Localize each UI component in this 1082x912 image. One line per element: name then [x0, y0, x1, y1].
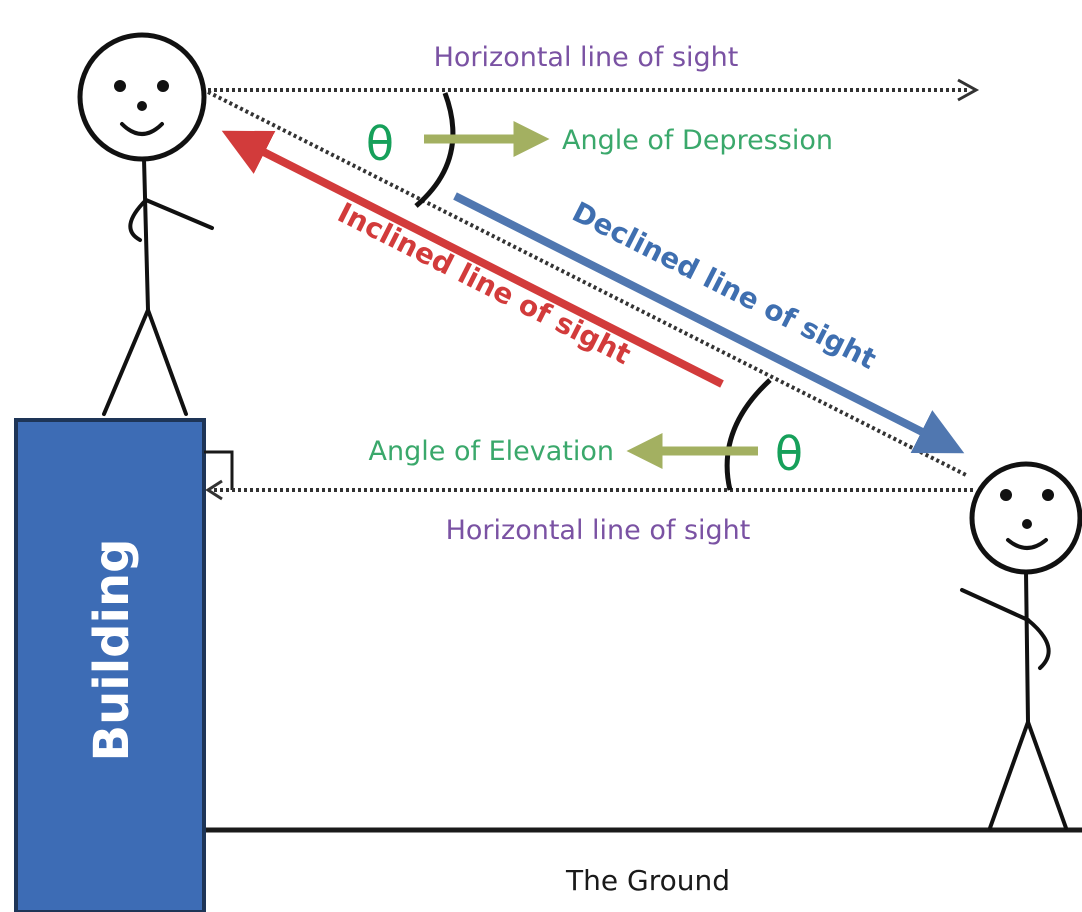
- observer-on-building-arm: [144, 198, 214, 230]
- observer-on-building-hand: [128, 198, 148, 242]
- observer-on-ground-hand: [1026, 618, 1051, 670]
- horizontal-top-arrowhead: [957, 78, 980, 102]
- angle-of-elevation-label: Angle of Elevation: [369, 436, 614, 467]
- angle-arc-depression: [414, 92, 456, 208]
- observer-on-building-left-leg: [102, 308, 150, 416]
- observer-on-ground-left-leg: [988, 720, 1030, 830]
- observer-on-ground-right-leg: [1026, 720, 1068, 830]
- observer-on-ground-smile: [1006, 538, 1048, 550]
- angle-arc-elevation: [724, 378, 772, 491]
- building: [14, 418, 206, 912]
- observer-on-ground-head: [969, 461, 1082, 575]
- observer-on-building: [77, 32, 214, 416]
- observer-on-ground-arm: [960, 588, 1030, 622]
- declined-arrow: [453, 192, 965, 454]
- theta-elevation: θ: [775, 427, 803, 481]
- ground-label: The Ground: [565, 864, 730, 897]
- theta-depression: θ: [366, 117, 394, 171]
- observer-on-building-nose: [137, 101, 147, 111]
- observer-on-ground-body: [1024, 570, 1030, 724]
- observer-on-building-smile: [120, 122, 164, 136]
- observer-on-building-head: [77, 32, 207, 162]
- observer-on-building-right-leg: [146, 308, 188, 416]
- observer-on-ground: [960, 461, 1082, 830]
- observer-on-ground-left-eye: [1000, 489, 1012, 501]
- observer-on-ground-nose: [1022, 519, 1032, 529]
- line-of-sight-diagonal: [207, 90, 969, 478]
- inclined-arrow: [221, 130, 724, 388]
- horizontal-bottom-arrowhead: [205, 479, 223, 501]
- building-label: Building: [84, 538, 140, 761]
- observer-on-building-right-eye: [157, 80, 169, 92]
- horizontal-bottom-label: Horizontal line of sight: [446, 515, 751, 546]
- observer-on-building-body: [142, 157, 150, 312]
- angle-of-depression-label: Angle of Depression: [562, 125, 833, 156]
- right-angle-marker: [204, 450, 234, 490]
- horizontal-top-label: Horizontal line of sight: [434, 42, 739, 73]
- observer-on-building-left-eye: [114, 80, 126, 92]
- observer-on-ground-right-eye: [1042, 489, 1054, 501]
